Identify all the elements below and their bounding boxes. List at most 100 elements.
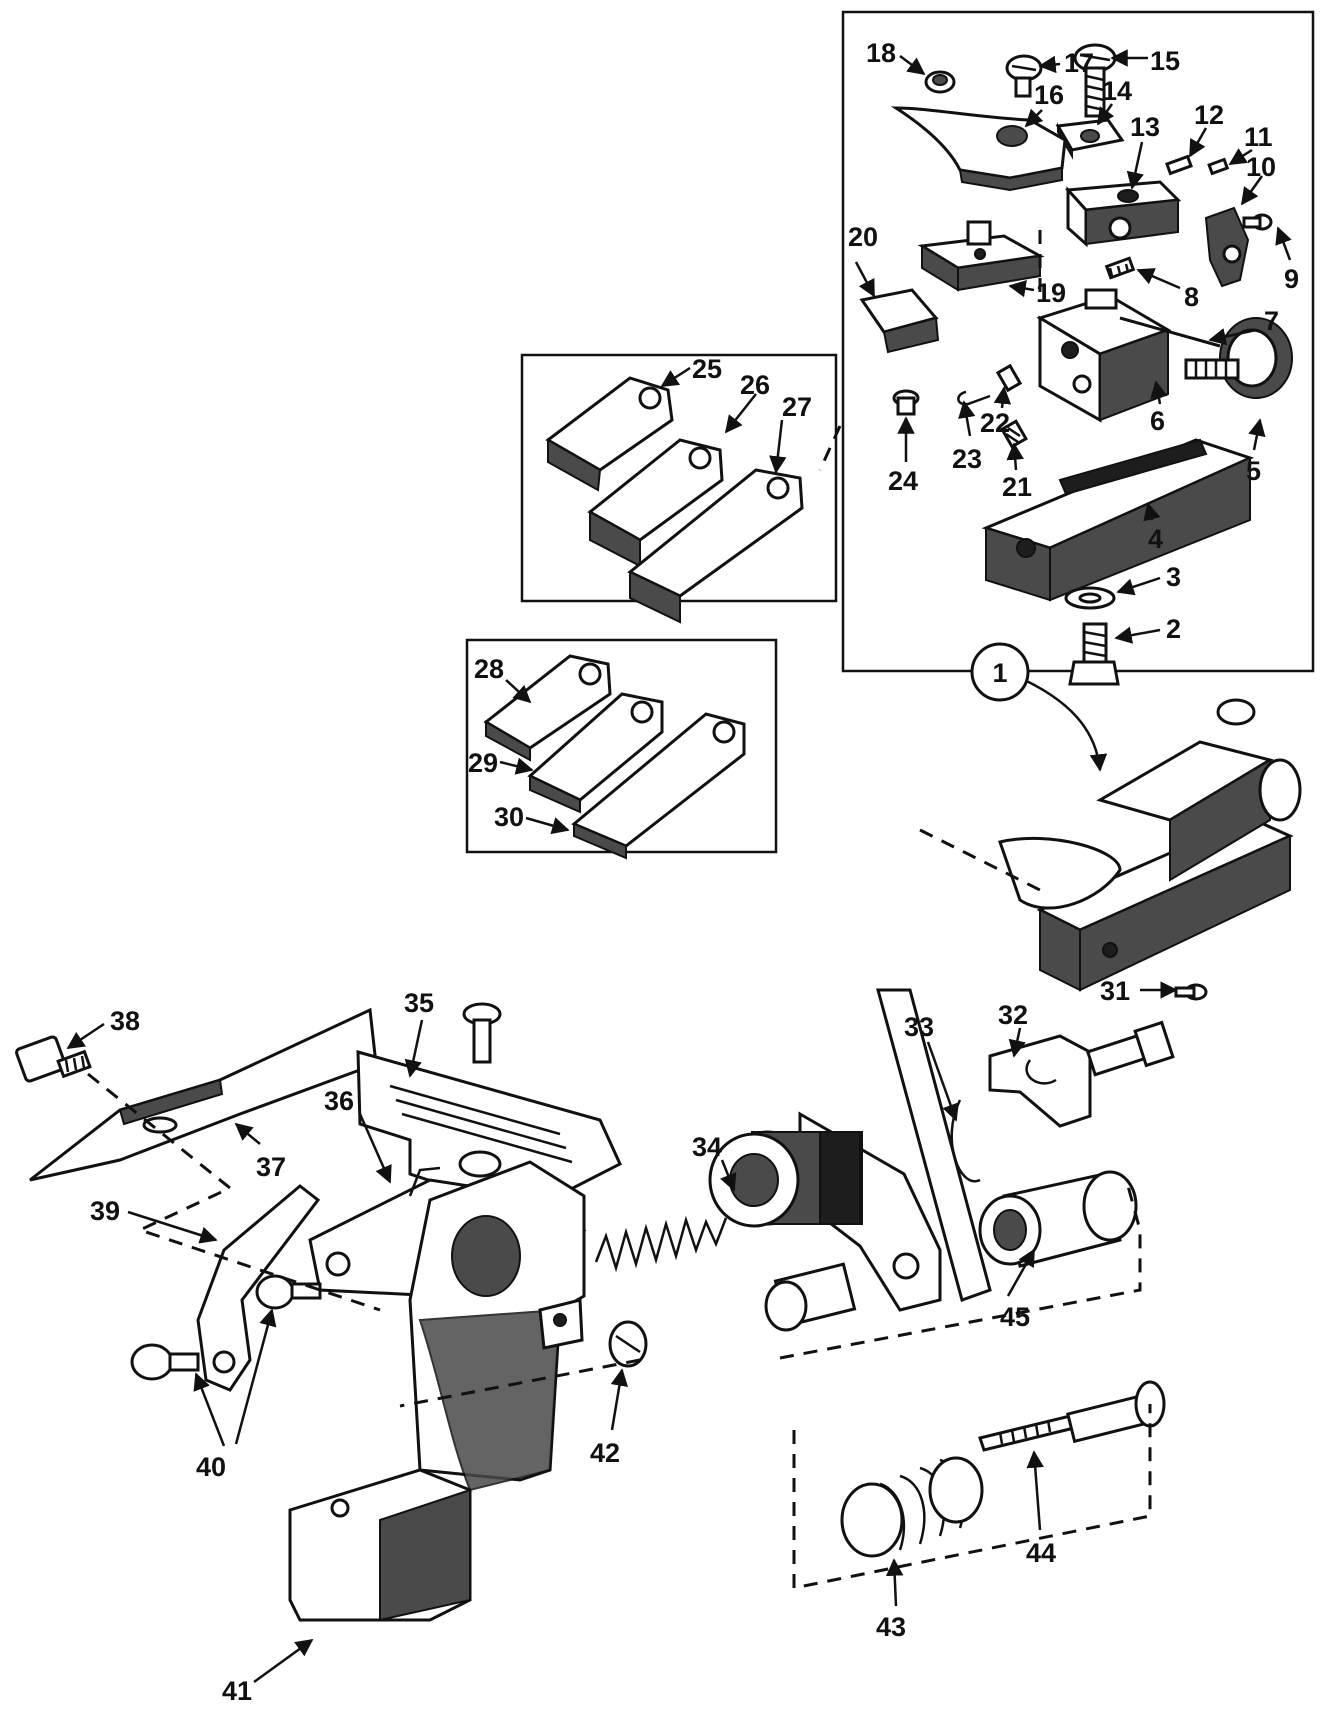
part-32-clip <box>988 1020 1175 1128</box>
leader-11 <box>1228 148 1253 166</box>
leader-23 <box>958 400 976 437</box>
part-8-spring <box>1104 256 1136 280</box>
callout-45: 45 <box>1000 1302 1030 1332</box>
part-45-sleeve <box>978 1170 1138 1268</box>
leader-26 <box>724 393 757 434</box>
leader-41 <box>253 1638 314 1684</box>
part-17-screw <box>1005 54 1043 98</box>
callout-21: 21 <box>1002 472 1032 502</box>
callout-1: 1 <box>992 658 1007 688</box>
part-29-foot <box>527 692 664 814</box>
part-7-rod <box>1119 316 1221 348</box>
callout-37: 37 <box>256 1152 286 1182</box>
part-14-plate <box>1055 118 1125 160</box>
guide-line-e <box>399 1358 641 1408</box>
callout-38: 38 <box>110 1006 140 1036</box>
leader-3 <box>1116 576 1161 596</box>
part-coil-spring <box>594 1215 728 1273</box>
leader-42 <box>610 1368 629 1431</box>
guide-line-f <box>818 425 842 471</box>
callout-27: 27 <box>782 392 812 422</box>
leader-36 <box>358 1113 392 1184</box>
part-41-body <box>288 1160 586 1622</box>
leader-12 <box>1188 127 1208 158</box>
callout-9: 9 <box>1284 264 1299 294</box>
callout-11: 11 <box>1244 122 1273 152</box>
part-5-knob <box>1184 317 1293 399</box>
leader-16 <box>1024 108 1044 128</box>
part-40-screw-b <box>255 1274 322 1310</box>
leader-35 <box>404 1019 424 1078</box>
callout-29: 29 <box>468 748 498 778</box>
leader-29 <box>499 757 534 775</box>
callout-7: 7 <box>1264 306 1279 336</box>
leader-40b <box>234 1308 277 1445</box>
leader-20 <box>854 261 876 298</box>
part-2-screw <box>1068 622 1120 686</box>
part-6-holder <box>1036 288 1172 423</box>
leader-27 <box>769 419 787 474</box>
part-40-screw-a <box>130 1343 200 1381</box>
part-26-foot <box>587 438 724 568</box>
leader-25 <box>660 366 691 388</box>
part-28-foot <box>483 654 612 762</box>
leader-28 <box>505 679 532 704</box>
callout-25: 25 <box>692 354 722 384</box>
part-13-block <box>1064 180 1182 248</box>
callout-32: 32 <box>998 1000 1028 1030</box>
leader-8 <box>1136 268 1181 290</box>
callout-18: 18 <box>866 38 896 68</box>
callout-2: 2 <box>1166 614 1181 644</box>
part-37-blade <box>29 1007 378 1182</box>
leader-22 <box>993 386 1012 409</box>
callout-22: 22 <box>980 408 1010 438</box>
part-43-spring <box>840 1456 984 1558</box>
leader-43 <box>885 1558 904 1607</box>
leader-1 <box>1015 674 1108 772</box>
callout-10: 10 <box>1246 152 1276 182</box>
callout-3: 3 <box>1166 562 1181 592</box>
callout-20: 20 <box>848 222 878 252</box>
part-24-stud <box>892 389 920 416</box>
callout-23: 23 <box>952 444 982 474</box>
leader-21 <box>1006 442 1024 471</box>
leader-6 <box>1150 380 1168 405</box>
part-20-clip <box>859 288 940 354</box>
leader-38 <box>66 1022 105 1050</box>
part-27-foot <box>627 468 804 624</box>
callout-ring-1 <box>970 642 1030 702</box>
callout-31: 31 <box>1100 976 1130 1006</box>
part-38-screw <box>15 1035 92 1083</box>
callout-14: 14 <box>1102 76 1132 106</box>
leader-33 <box>926 1041 959 1122</box>
callout-16: 16 <box>1034 80 1064 110</box>
part-19-block <box>917 220 1045 292</box>
callout-42: 42 <box>590 1438 620 1468</box>
part-3-washer <box>1064 586 1116 610</box>
callout-13: 13 <box>1130 112 1160 142</box>
leader-17 <box>1038 55 1061 74</box>
callout-5: 5 <box>1246 456 1261 486</box>
leader-18 <box>899 55 926 76</box>
guide-line-d <box>792 1404 1152 1590</box>
leader-40a <box>193 1372 226 1447</box>
leader-2 <box>1114 626 1161 644</box>
callout-44: 44 <box>1026 1538 1056 1568</box>
leader-14 <box>1096 103 1115 126</box>
part-12-pin <box>1165 154 1193 176</box>
callout-12: 12 <box>1194 100 1224 130</box>
callout-33: 33 <box>904 1012 934 1042</box>
callout-6: 6 <box>1150 406 1165 436</box>
callout-41: 41 <box>222 1676 252 1706</box>
callout-30: 30 <box>494 802 524 832</box>
callout-24: 24 <box>888 466 918 496</box>
part-34-bushing <box>708 1130 863 1228</box>
callout-19: 19 <box>1036 278 1066 308</box>
callout-36: 36 <box>324 1086 354 1116</box>
part-1-presser-foot-assembly <box>998 698 1302 992</box>
callout-8: 8 <box>1184 282 1199 312</box>
part-42-setscrew <box>608 1320 648 1368</box>
part-39-lever <box>196 1184 321 1392</box>
part-30-foot <box>571 712 746 860</box>
callout-26: 26 <box>740 370 770 400</box>
